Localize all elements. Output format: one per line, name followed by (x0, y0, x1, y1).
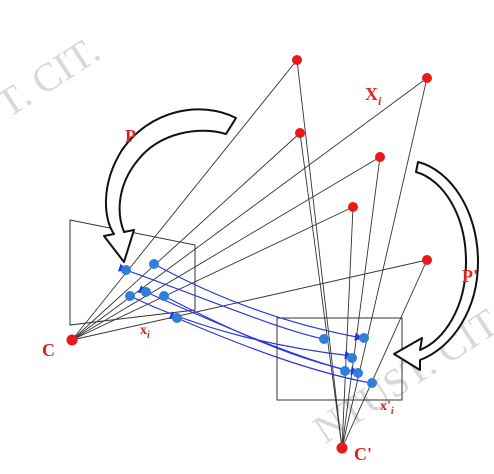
projection-arrow-p-prime (393, 161, 479, 371)
image-point (125, 291, 135, 301)
label-x-i-world: Xi (365, 84, 382, 108)
world-point (375, 152, 385, 162)
label-x-prime-i-image: x'i (380, 399, 394, 417)
label-x-i-image: xi (140, 323, 150, 341)
world-point (295, 128, 305, 138)
camera-center-c-prime (336, 442, 348, 454)
label-x-prime-sub: i (391, 406, 394, 417)
label-c-prime: C' (354, 444, 372, 464)
image-point (359, 333, 369, 343)
image-point (121, 265, 131, 275)
correspondence-curves (117, 263, 372, 384)
image-point (172, 313, 182, 323)
image-point (340, 366, 350, 376)
label-x-i-sub: i (378, 94, 382, 108)
image-point (367, 378, 377, 388)
label-x-prime-main: x' (380, 399, 391, 414)
image-point (141, 287, 151, 297)
world-point (422, 73, 432, 83)
watermark-top: T. CIT. (0, 27, 108, 126)
rays-from-c-prime (296, 59, 428, 449)
image-point (347, 353, 357, 363)
image-plane-left (69, 219, 196, 326)
world-points (292, 55, 432, 265)
image-point (159, 291, 169, 301)
image-point (149, 259, 159, 269)
image-point (353, 368, 363, 378)
label-x-i-main: X (365, 84, 378, 104)
image-points-left (121, 259, 182, 323)
world-point (348, 202, 358, 212)
camera-center-c (66, 334, 78, 346)
image-points-right (319, 333, 377, 388)
projection-arrow-p (103, 108, 237, 263)
world-point (292, 55, 302, 65)
label-p: P (125, 126, 136, 146)
label-p-prime: P' (462, 266, 478, 286)
label-small-x-main: x (140, 323, 147, 338)
image-point (319, 334, 329, 344)
world-point (422, 255, 432, 265)
label-c: C (42, 340, 55, 360)
label-small-x-sub: i (147, 330, 150, 341)
